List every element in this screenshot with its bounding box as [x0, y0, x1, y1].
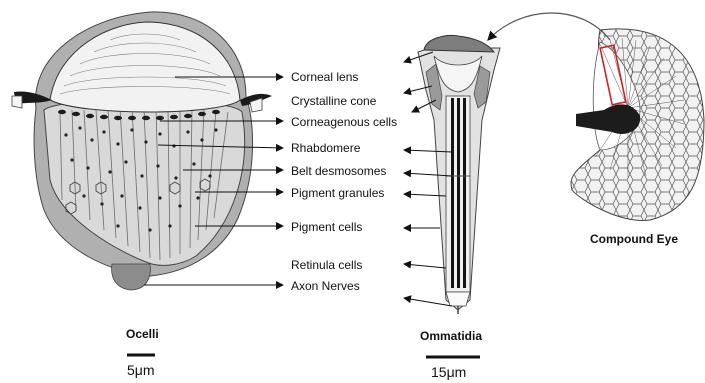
ommatidia-scale-label: 15μm: [431, 364, 466, 380]
ocelli-axon-stalk: [112, 264, 151, 290]
ommatidium-rhabdomere-1: [451, 98, 454, 288]
ocelli-title: Ocelli: [126, 327, 159, 341]
compound-eye-title: Compound Eye: [590, 232, 678, 246]
ommatidium-base: [446, 292, 470, 306]
label-pigment-granules: Pigment granules: [291, 186, 384, 200]
eye-to-ommatidium-arrow: [488, 13, 610, 40]
label-corneal-lens: Corneal lens: [291, 70, 358, 84]
compound-eye-optic-nerve: [576, 104, 640, 134]
ommatidia-title: Ommatidia: [420, 329, 482, 343]
ommatidium-rhabdomere-2: [457, 98, 460, 288]
ocelli-drawing: [12, 12, 272, 290]
ocelli-cuticle-flap-left: [12, 96, 22, 108]
arrow-axon-nerves-ommatidia: [404, 298, 452, 306]
arrow-retinula-cells: [404, 264, 446, 268]
label-axon-nerves: Axon Nerves: [291, 279, 360, 293]
label-pigment-cells: Pigment cells: [291, 220, 362, 234]
label-retinula-cells: Retinula cells: [291, 258, 362, 272]
label-rhabdomere: Rhabdomere: [291, 141, 360, 155]
label-crystalline-cone: Crystalline cone: [291, 94, 376, 108]
compound-eye-drawing: [571, 29, 704, 221]
ommatidium-corneal-lens: [424, 36, 494, 52]
label-corneagenous-cells: Corneagenous cells: [291, 115, 397, 129]
label-belt-desmosomes: Belt desmosomes: [291, 164, 386, 178]
ommatidium-rhabdomere-3: [463, 98, 466, 288]
ocelli-scale-label: 5μm: [127, 362, 155, 378]
